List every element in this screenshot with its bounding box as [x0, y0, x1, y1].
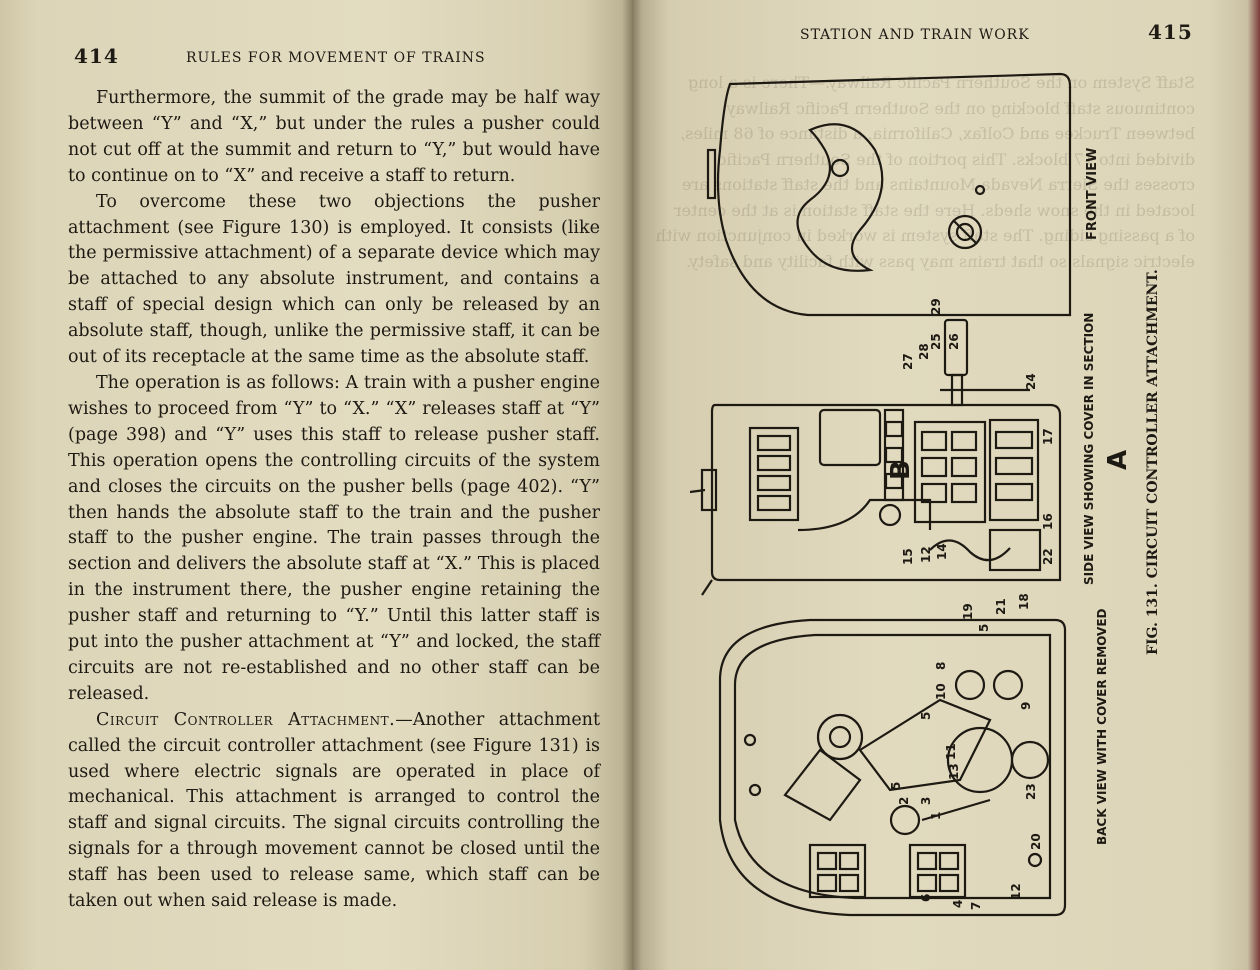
svg-text:6: 6: [919, 894, 933, 902]
svg-text:3: 3: [919, 797, 933, 805]
svg-text:11: 11: [944, 743, 958, 760]
paragraph: Furthermore, the summit of the grade may…: [68, 88, 600, 186]
svg-text:21: 21: [994, 598, 1008, 615]
page-number-right: 415: [1148, 20, 1193, 44]
svg-text:29: 29: [929, 298, 943, 315]
side-view-label: SIDE VIEW SHOWING COVER IN SECTION: [1082, 312, 1096, 585]
svg-text:14: 14: [935, 543, 949, 560]
svg-text:24: 24: [1024, 373, 1038, 390]
svg-text:26: 26: [947, 333, 961, 350]
svg-text:8: 8: [934, 662, 948, 670]
svg-text:19: 19: [961, 603, 975, 620]
paragraph-body: —Another attachment called the circuit c…: [68, 709, 600, 912]
svg-text:10: 10: [934, 683, 948, 700]
svg-text:5: 5: [889, 782, 903, 790]
svg-text:28: 28: [917, 343, 931, 360]
front-view-drawing: [706, 72, 1072, 317]
figure-circuit-controller: 29 26 25 28 27 24 17 16 22 15 12 14 18 2…: [690, 60, 1210, 940]
svg-text:1: 1: [929, 812, 943, 820]
svg-text:9: 9: [1019, 702, 1033, 710]
svg-text:18: 18: [1017, 593, 1031, 610]
book-gutter: [622, 0, 642, 970]
running-head-left: RULES FOR MOVEMENT OF TRAINS: [186, 50, 486, 66]
svg-text:25: 25: [929, 333, 943, 350]
body-text: Furthermore, the summit of the grade may…: [68, 86, 600, 915]
svg-text:12: 12: [919, 546, 933, 563]
figure-caption: FIG. 131. CIRCUIT CONTROLLER ATTACHMENT.: [1145, 269, 1161, 655]
side-view-drawing: [690, 318, 1062, 596]
paragraph: Circuit Controller Attachment.—Another a…: [68, 708, 600, 915]
svg-text:16: 16: [1041, 513, 1055, 530]
letter-a-label: A: [1103, 449, 1133, 470]
svg-text:2: 2: [897, 797, 911, 805]
paragraph: The operation is as follows: A train wit…: [68, 372, 600, 704]
back-view-drawing: [718, 618, 1067, 917]
svg-text:5: 5: [919, 712, 933, 720]
svg-text:22: 22: [1041, 548, 1055, 565]
section-heading: Circuit Controller Attachment.: [96, 709, 396, 730]
svg-text:23: 23: [1024, 783, 1038, 800]
svg-text:12: 12: [1009, 883, 1023, 900]
svg-text:15: 15: [901, 548, 915, 565]
svg-text:27: 27: [901, 353, 915, 370]
svg-text:5: 5: [977, 624, 991, 632]
front-view-label: FRONT VIEW: [1085, 147, 1100, 240]
letter-b-label: B: [886, 460, 916, 480]
left-page: 414 RULES FOR MOVEMENT OF TRAINS Further…: [0, 0, 632, 970]
svg-text:13: 13: [947, 763, 961, 780]
paragraph: To overcome these two objections the pus…: [68, 191, 600, 368]
running-head-right: STATION AND TRAIN WORK: [800, 27, 1030, 43]
callout-numbers: 29 26 25 28 27 24 17 16 22 15 12 14 18 2…: [889, 298, 1055, 910]
svg-text:7: 7: [969, 902, 983, 910]
svg-text:17: 17: [1041, 428, 1055, 445]
figure-drawing: 29 26 25 28 27 24 17 16 22 15 12 14 18 2…: [690, 72, 1072, 917]
page-number-left: 414: [74, 44, 119, 68]
svg-text:4: 4: [951, 900, 965, 908]
back-view-label: BACK VIEW WITH COVER REMOVED: [1095, 608, 1109, 845]
svg-text:20: 20: [1029, 833, 1043, 850]
